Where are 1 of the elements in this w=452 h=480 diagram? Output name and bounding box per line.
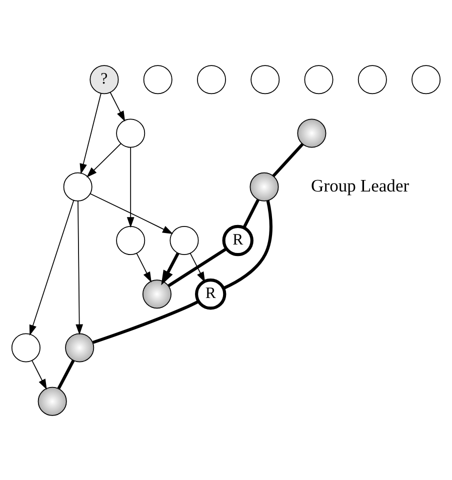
label: Group Leader — [311, 174, 410, 195]
